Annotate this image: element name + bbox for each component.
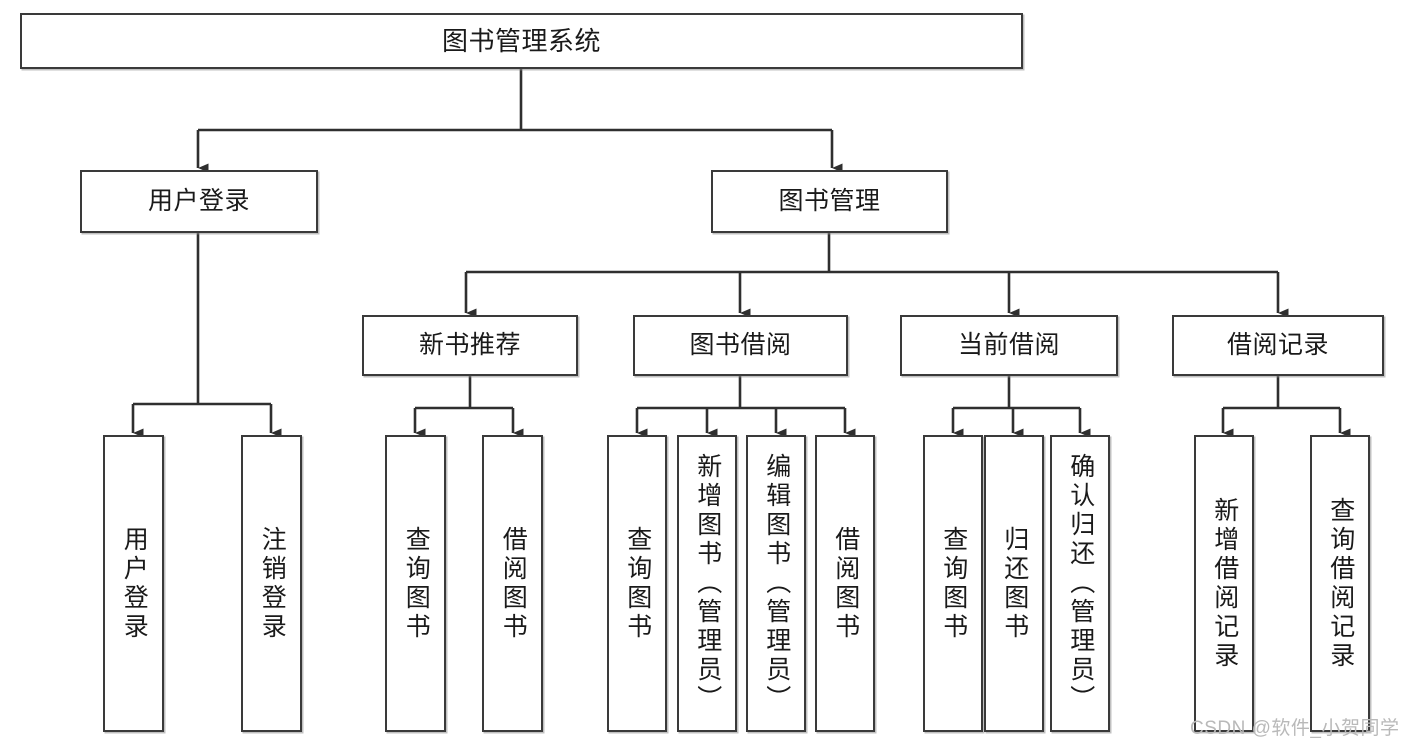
- node-borrow-record[interactable]: 借阅记录: [1172, 315, 1384, 376]
- node-root-label: 图书管理系统: [441, 25, 601, 56]
- node-root[interactable]: 图书管理系统: [20, 13, 1023, 69]
- node-book-borrow[interactable]: 图书借阅: [633, 315, 848, 376]
- node-leaf-query-book-3-label: 查询图书: [939, 525, 968, 642]
- node-leaf-edit-book-label: 编辑图书（管理员）: [762, 453, 791, 714]
- node-borrow-record-label: 借阅记录: [1226, 330, 1329, 359]
- node-book-management[interactable]: 图书管理: [711, 170, 948, 233]
- node-current-borrow[interactable]: 当前借阅: [900, 315, 1118, 376]
- node-leaf-user-login-label: 用户登录: [120, 525, 149, 642]
- node-leaf-add-book-label: 新增图书（管理员）: [693, 453, 722, 714]
- node-leaf-confirm-return-label: 确认归还（管理员）: [1066, 453, 1095, 714]
- node-leaf-confirm-return[interactable]: 确认归还（管理员）: [1050, 435, 1110, 732]
- node-book-borrow-label: 图书借阅: [689, 330, 792, 359]
- csdn-watermark: CSDN @软件_小贺同学: [1190, 718, 1400, 739]
- node-leaf-query-book-2[interactable]: 查询图书: [607, 435, 667, 732]
- node-leaf-borrow-book-1-label: 借阅图书: [499, 525, 528, 642]
- node-leaf-add-record[interactable]: 新增借阅记录: [1194, 435, 1254, 732]
- node-leaf-query-book-1-label: 查询图书: [402, 525, 431, 642]
- node-leaf-return-book-label: 归还图书: [1000, 525, 1029, 642]
- node-current-borrow-label: 当前借阅: [957, 330, 1060, 359]
- node-new-book-recommend-label: 新书推荐: [418, 330, 521, 359]
- node-leaf-borrow-book-2[interactable]: 借阅图书: [815, 435, 875, 732]
- node-user-login-label: 用户登录: [147, 186, 250, 215]
- node-user-login[interactable]: 用户登录: [80, 170, 318, 233]
- node-leaf-user-logout[interactable]: 注销登录: [241, 435, 302, 732]
- node-leaf-query-record[interactable]: 查询借阅记录: [1310, 435, 1370, 732]
- node-leaf-query-book-2-label: 查询图书: [623, 525, 652, 642]
- node-leaf-add-record-label: 新增借阅记录: [1210, 496, 1239, 671]
- node-leaf-borrow-book-1[interactable]: 借阅图书: [482, 435, 543, 732]
- node-book-management-label: 图书管理: [778, 186, 881, 215]
- node-leaf-user-login[interactable]: 用户登录: [103, 435, 164, 732]
- node-leaf-edit-book[interactable]: 编辑图书（管理员）: [746, 435, 806, 732]
- node-leaf-query-book-1[interactable]: 查询图书: [385, 435, 446, 732]
- node-leaf-user-logout-label: 注销登录: [258, 525, 287, 642]
- node-leaf-query-book-3[interactable]: 查询图书: [923, 435, 983, 732]
- node-leaf-borrow-book-2-label: 借阅图书: [831, 525, 860, 642]
- node-leaf-add-book[interactable]: 新增图书（管理员）: [677, 435, 737, 732]
- node-new-book-recommend[interactable]: 新书推荐: [362, 315, 578, 376]
- node-leaf-query-record-label: 查询借阅记录: [1326, 496, 1355, 671]
- node-leaf-return-book[interactable]: 归还图书: [984, 435, 1044, 732]
